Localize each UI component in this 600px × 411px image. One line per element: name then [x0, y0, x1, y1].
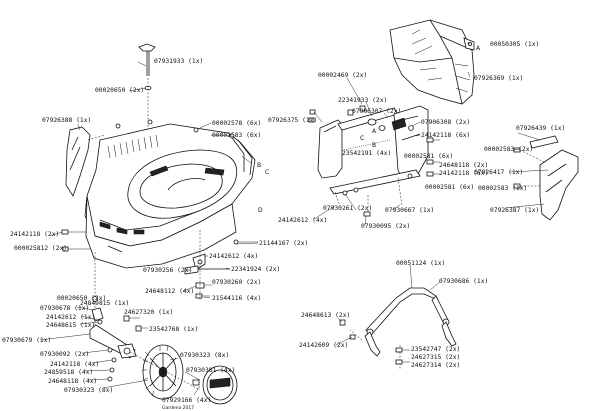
- ref-letter-cs: C: [360, 135, 364, 142]
- part-label: 07930323 (8x): [64, 387, 113, 394]
- part-label: 23542768 (1x): [149, 326, 198, 333]
- ref-letter-b2: B: [372, 142, 376, 149]
- wheel-hub-cap: [192, 365, 238, 405]
- part-label: 21544116 (4x): [212, 295, 261, 302]
- part-label: 24142612 (4x): [278, 217, 327, 224]
- part-label: 23542191 (4x): [342, 150, 391, 157]
- part-label: 07930261 (2x): [323, 205, 372, 212]
- part-label: 00050305 (1x): [490, 41, 539, 48]
- part-label: 00020650 (2x): [57, 295, 106, 302]
- axle-lever-assembly: [89, 252, 148, 382]
- side-flap: [65, 126, 106, 197]
- part-label: 07930323 (8x): [180, 352, 229, 359]
- part-label: 07930260 (2x): [212, 279, 261, 286]
- part-label: 00020650 (2x): [95, 87, 144, 94]
- leader-lines: [39, 42, 549, 396]
- right-side-flap: [513, 135, 579, 221]
- part-label: 00002581 (6x): [425, 184, 474, 191]
- part-label: 07926417 (1x): [474, 169, 523, 176]
- part-label: 24648118 (2x): [439, 162, 488, 169]
- part-label: 00002583 (2x): [484, 146, 533, 153]
- deck-hardware-left: [61, 229, 258, 252]
- part-label: 07929166 (4x): [162, 397, 211, 404]
- part-label: 07930381 (4x): [186, 367, 235, 374]
- part-label: 24648615 (1x): [46, 322, 95, 329]
- part-label: 07926387 (1x): [490, 207, 539, 214]
- ref-letter-a2: A: [372, 128, 377, 135]
- part-label: 07931933 (1x): [154, 58, 203, 65]
- part-label: 23542747 (2x): [411, 346, 460, 353]
- part-label: 07926375 (1x): [268, 117, 317, 124]
- ref-letter-d: D: [258, 207, 263, 214]
- part-label: 07926388 (1x): [42, 117, 91, 124]
- part-label: 24648613 (2x): [301, 312, 350, 319]
- mower-deck: [84, 119, 256, 269]
- part-label: 24142118 (2x): [10, 231, 59, 238]
- grass-catcher-bag: [389, 19, 475, 105]
- ref-letter-c: C: [265, 169, 269, 176]
- part-label: 24859518 (4x): [44, 369, 93, 376]
- part-label: 00002578 (6x): [212, 120, 261, 127]
- part-label: 24627320 (1x): [124, 309, 173, 316]
- part-label: 000025812 (2x): [14, 245, 67, 252]
- part-label: 24627314 (2x): [411, 362, 460, 369]
- part-label: 24142612 (4x): [209, 253, 258, 260]
- part-label: 24648118 (4x): [48, 378, 97, 385]
- part-label: 07930679 (1x): [2, 337, 51, 344]
- part-label: 07930092 (2x): [40, 351, 89, 358]
- rear-wheel: [129, 344, 201, 400]
- part-label: 24142118 (6x): [421, 132, 470, 139]
- part-label: 24627315 (2x): [411, 354, 460, 361]
- credit-text: Gardena 2017: [162, 405, 194, 411]
- part-label: 24142118 (4x): [50, 361, 99, 368]
- part-label: 24648112 (4x): [145, 288, 194, 295]
- part-label: 21144167 (2x): [259, 240, 308, 247]
- part-label: 24142609 (2x): [299, 342, 348, 349]
- part-label: 07930678 (1x): [40, 305, 89, 312]
- height-adjuster-assembly: [184, 230, 230, 300]
- lower-handle-bar: [339, 287, 457, 370]
- ref-letter-b: B: [257, 162, 261, 169]
- part-label: 22341933 (2x): [338, 97, 387, 104]
- part-label: 07906308 (2x): [421, 119, 470, 126]
- part-label: 07926369 (1x): [474, 75, 523, 82]
- part-label: 24142118 (6x): [439, 170, 488, 177]
- part-label: 24849815 (1x): [80, 300, 129, 307]
- part-label: 07930256 (2x): [143, 267, 192, 274]
- part-label: 07930095 (2x): [361, 223, 410, 230]
- part-label: 22341924 (2x): [231, 266, 280, 273]
- part-label: 00051124 (1x): [396, 260, 445, 267]
- part-label: 00002583 (1x): [478, 185, 527, 192]
- ref-letter-a: A: [476, 45, 481, 52]
- part-label: 00002469 (2x): [318, 72, 367, 79]
- part-label: 07926439 (1x): [516, 125, 565, 132]
- part-label: 24142612 (1x): [46, 314, 95, 321]
- part-label: 07906307 (2x): [352, 108, 401, 115]
- rear-frame-assembly: [308, 105, 440, 217]
- part-label: 07930667 (1x): [385, 207, 434, 214]
- part-label: 00002581 (6x): [404, 153, 453, 160]
- part-label: 00002583 (6x): [212, 132, 261, 139]
- part-label: 07930686 (1x): [439, 278, 488, 285]
- part-labels: 07931933 (1x) 00020650 (2x) 07926388 (1x…: [2, 41, 565, 404]
